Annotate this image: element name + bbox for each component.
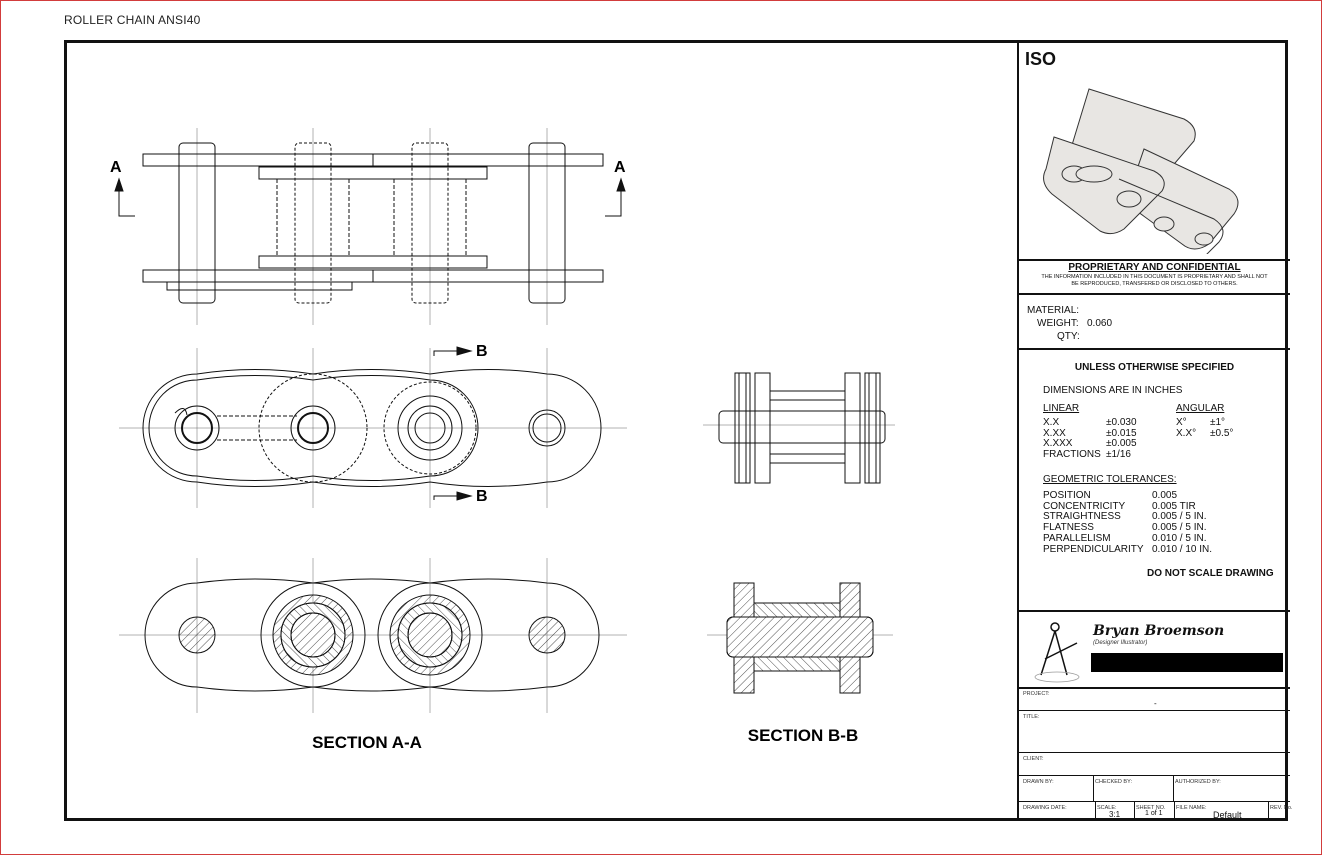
linear-label: X.XX [1043,428,1066,439]
iso-label: ISO [1025,49,1057,69]
geometric-value: 0.005 TIR [1152,501,1196,512]
section-mark-a-left: A [110,159,122,176]
side-view [703,372,895,484]
section-bb-view [707,582,893,694]
linear-label: X.XXX [1043,438,1073,449]
section-bb-label: SECTION B-B [748,726,859,745]
weight-value: 0.060 [1087,318,1113,329]
divider [1173,775,1174,801]
compass-logo-icon [1034,622,1080,683]
geometric-label: PERPENDICULARITY [1043,544,1144,555]
divider [1019,610,1290,612]
project-value: - [1154,699,1157,708]
geometric-label: FLATNESS [1043,522,1094,533]
logo-name: Bryan Broemson [1093,623,1225,639]
iso-view-image [1043,88,1239,254]
divider [1093,775,1094,801]
divider [1019,348,1290,350]
linear-value: ±0.030 [1106,417,1137,428]
scale-label: SCALE: [1097,805,1117,811]
unless-title: UNLESS OTHERWISE SPECIFIED [1074,362,1235,373]
file-name-label: FILE NAME: [1176,805,1207,811]
divider [1019,293,1290,295]
drawing-date-label: DRAWING DATE: [1023,805,1067,811]
document-title: ROLLER CHAIN ANSI40 [64,13,201,27]
divider [1019,752,1290,753]
linear-value: ±0.015 [1106,428,1137,439]
rev-label: REV. No. [1270,805,1293,811]
title-field-label: TITLE: [1023,714,1040,720]
top-view [142,128,604,325]
front-view [119,348,627,508]
geometric-value: 0.010 / 10 IN. [1152,544,1213,555]
geometric-label: STRAIGHTNESS [1043,511,1121,522]
geometric-value: 0.005 / 5 IN. [1152,511,1207,522]
geometric-label: CONCENTRICITY [1043,501,1126,512]
linear-label: FRACTIONS [1043,449,1101,460]
title-block: ISO PROPRIETARY AND CONFIDENTIAL THE INF… [1017,43,1293,820]
sheet-value: 1 of 1 [1145,810,1163,817]
angular-header: ANGULAR [1176,403,1225,414]
linear-value: ±0.005 [1106,438,1137,449]
drawing-views: A A [110,128,895,752]
checked-by-label: CHECKED BY: [1095,779,1132,785]
section-mark-b-top: B [476,343,488,360]
section-aa-view [119,558,627,713]
sheet-label: SHEET NO. [1136,805,1166,811]
geometric-label: POSITION [1043,490,1091,501]
drawing-sheet: A A [64,40,1293,821]
angular-value: ±0.5° [1210,428,1234,439]
divider [1134,801,1135,818]
angular-label: X.X° [1176,428,1197,439]
geometric-label: PARALLELISM [1043,533,1111,544]
redacted-bar [1091,653,1283,672]
geometric-header: GEOMETRIC TOLERANCES: [1043,474,1177,485]
section-aa-label: SECTION A-A [312,733,422,752]
do-not-scale-text: DO NOT SCALE DRAWING [1147,568,1274,579]
linear-value: ±1/16 [1106,449,1131,460]
geometric-value: 0.005 [1152,490,1178,501]
qty-label: QTY: [1057,331,1080,342]
divider [1019,710,1290,711]
weight-label: WEIGHT: [1037,318,1079,329]
linear-header: LINEAR [1043,403,1080,414]
geometric-value: 0.010 / 5 IN. [1152,533,1207,544]
logo-subtitle: (Designer Illustrator) [1093,640,1148,646]
authorized-by-label: AUTHORIZED BY: [1175,779,1221,785]
divider [1019,775,1290,776]
divider [1095,801,1096,818]
section-arrows-a [114,177,626,217]
dimensions-text: DIMENSIONS ARE IN INCHES [1043,385,1183,396]
proprietary-title: PROPRIETARY AND CONFIDENTIAL [1068,262,1241,273]
linear-label: X.X [1043,417,1060,428]
material-label: MATERIAL: [1027,305,1080,316]
proprietary-text: THE INFORMATION INCLUDED IN THIS DOCUMEN… [1041,274,1268,287]
divider [1019,687,1290,689]
project-label: PROJECT: [1023,691,1050,697]
section-arrows-b [433,346,473,501]
divider [1019,801,1290,802]
divider [1174,801,1175,818]
drawn-by-label: DRAWN BY: [1023,779,1054,785]
geometric-value: 0.005 / 5 IN. [1152,522,1207,533]
angular-label: X° [1176,417,1187,428]
divider [1019,259,1290,261]
file-name-value: Default [1213,810,1242,820]
section-mark-b-bottom: B [476,488,488,505]
client-label: CLIENT: [1023,756,1044,762]
angular-value: ±1° [1210,417,1226,428]
scale-value: 3:1 [1109,810,1121,819]
divider [1268,801,1269,818]
section-mark-a-right: A [614,159,626,176]
